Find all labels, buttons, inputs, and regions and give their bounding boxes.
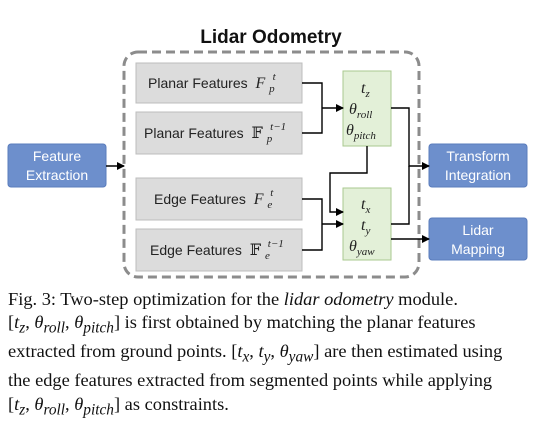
math-sub: z <box>19 319 26 337</box>
svg-text:Planar Features 𝔽: Planar Features 𝔽 p t−1 <box>144 121 286 145</box>
lidar-odometry-diagram: Lidar Odometry Feature Extraction Planar… <box>7 27 528 279</box>
svg-text:Edge Features 𝔽 e: Edge Features 𝔽 e t−1 <box>150 238 284 262</box>
math-sub: x <box>242 348 250 366</box>
arrow-planar-to-step1 <box>302 82 343 134</box>
transform-integration-line1: Transform <box>446 148 509 164</box>
svg-text:tx: tx <box>361 196 370 216</box>
arrow-step1-to-transform <box>391 107 430 170</box>
lidar-odometry-module-border <box>122 50 421 279</box>
step2-tx-symbol: t <box>361 196 366 213</box>
step2-tx-sub: x <box>364 204 370 216</box>
caption-text: as constraints. <box>120 393 229 414</box>
step2-ty-symbol: t <box>361 217 366 234</box>
transform-integration-line2: Integration <box>445 167 511 183</box>
feature-extraction-line1: Feature <box>33 148 81 164</box>
edge-features-current-sub: e <box>267 199 272 211</box>
step1-pitch-sub: pitch <box>353 130 376 142</box>
planar-features-map-box: Planar Features 𝔽 p t−1 <box>135 111 303 155</box>
svg-text:ty: ty <box>361 217 370 237</box>
lidar-mapping-box: Lidar Mapping <box>428 217 528 261</box>
step1-tz-symbol: t <box>361 80 366 97</box>
transform-integration-box: Transform Integration <box>428 143 528 188</box>
math-t: t <box>14 312 20 333</box>
caption-text: are then estimated using <box>319 341 503 362</box>
planar-features-map-sup: t−1 <box>270 121 286 133</box>
edge-features-map-sub: e <box>265 250 270 262</box>
caption-text: extracted from ground points. <box>8 341 232 362</box>
planar-features-map-sub: p <box>266 133 273 145</box>
svg-text:Planar Features F: Planar Features F p t <box>148 71 279 95</box>
edge-features-map-label: Edge Features <box>150 242 242 258</box>
math-sub: z <box>19 401 26 419</box>
edge-features-current-symbol: F <box>253 191 264 208</box>
math-theta: θ <box>279 341 289 362</box>
math-sub: pitch <box>83 401 114 419</box>
diagram-title: Lidar Odometry <box>200 27 342 48</box>
math-theta: θ <box>74 393 84 414</box>
caption-line-3: extracted from ground points. [tx, ty, θ… <box>8 341 503 366</box>
math-sub: y <box>263 348 271 366</box>
connector-arrows <box>106 82 430 251</box>
edge-features-current-sup: t <box>270 187 274 199</box>
caption-line-1: Fig. 3: Two-step optimization for the li… <box>8 288 536 311</box>
lidar-mapping-line1: Lidar <box>462 222 493 238</box>
caption-emphasis: lidar odometry <box>283 289 394 309</box>
planar-features-map-label: Planar Features <box>144 125 244 141</box>
arrow-step1-to-step2 <box>329 146 368 216</box>
planar-features-current-sup: t <box>273 71 277 83</box>
arrow-step2-to-transform <box>391 166 410 225</box>
svg-text:tz: tz <box>361 80 370 100</box>
edge-features-current-box: Edge Features F e t <box>135 177 303 221</box>
math-theta: θ <box>74 312 84 333</box>
step2-ty-sub: y <box>364 225 370 237</box>
math-sub: pitch <box>83 319 114 337</box>
optimization-step1-box: tz θroll θpitch <box>342 70 392 147</box>
arrow-edge-to-step2 <box>302 198 343 251</box>
figure-caption: Fig. 3: Two-step optimization for the li… <box>8 288 536 422</box>
math-t: t <box>14 393 20 414</box>
step1-pitch-symbol: θ <box>346 122 354 139</box>
caption-text: Fig. 3: Two-step optimization for the <box>8 289 284 309</box>
svg-text:Edge Features F e: Edge Features F e t <box>154 187 276 211</box>
step1-roll-symbol: θ <box>349 101 357 118</box>
caption-text: is first obtained by matching the planar… <box>120 312 476 333</box>
planar-features-current-symbol: F <box>255 75 266 92</box>
step2-yaw-symbol: θ <box>349 238 357 255</box>
caption-line-4: the edge features extracted from segment… <box>8 370 493 391</box>
math-theta: θ <box>34 393 44 414</box>
step1-tz-sub: z <box>364 88 370 100</box>
math-sub: roll <box>43 401 66 419</box>
step2-yaw-sub: yaw <box>356 246 375 258</box>
caption-line-5: [tz, θroll, θpitch] as constraints. <box>8 393 229 419</box>
feature-extraction-line2: Extraction <box>26 167 88 183</box>
edge-features-map-sup: t−1 <box>268 238 284 250</box>
caption-line-2: [tz, θroll, θpitch] is first obtained by… <box>8 312 476 337</box>
svg-text:θroll: θroll <box>349 101 372 121</box>
planar-features-map-symbol: 𝔽 <box>252 125 264 142</box>
edge-features-map-box: Edge Features 𝔽 e t−1 <box>135 228 303 272</box>
math-sub: yaw <box>288 348 314 366</box>
math-t: t <box>258 341 264 362</box>
svg-text:θyaw: θyaw <box>349 238 375 258</box>
math-sub: roll <box>43 319 66 337</box>
step1-roll-sub: roll <box>357 109 373 121</box>
optimization-step2-box: tx ty θyaw <box>342 187 392 261</box>
lidar-mapping-line2: Mapping <box>451 241 505 257</box>
planar-features-current-sub: p <box>268 83 275 95</box>
planar-features-current-box: Planar Features F p t <box>135 62 303 104</box>
caption-text: module. <box>393 289 458 309</box>
math-t: t <box>237 341 243 362</box>
math-theta: θ <box>34 312 44 333</box>
edge-features-current-label: Edge Features <box>154 191 246 207</box>
feature-extraction-box: Feature Extraction <box>7 143 107 188</box>
svg-text:θpitch: θpitch <box>346 122 376 142</box>
planar-features-current-label: Planar Features <box>148 75 248 91</box>
edge-features-map-symbol: 𝔽 <box>250 242 262 259</box>
